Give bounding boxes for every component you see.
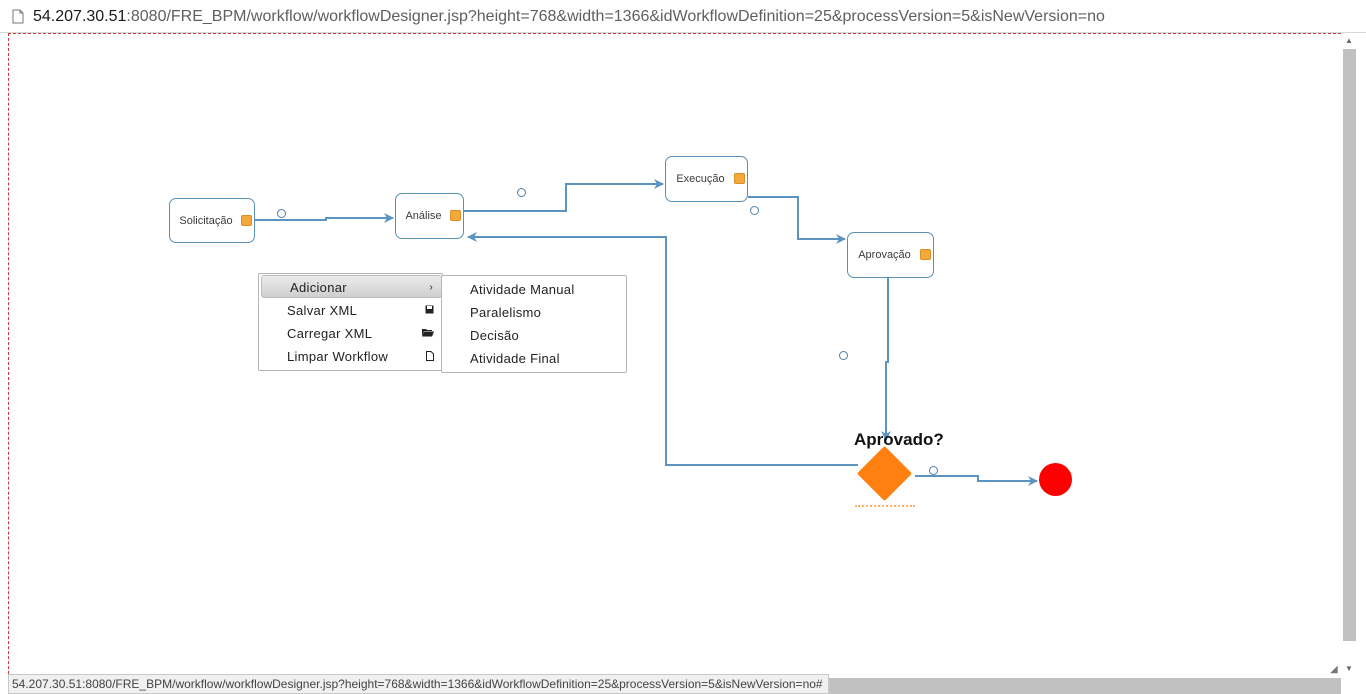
save-icon [425,299,434,323]
scroll-down-arrow-icon[interactable]: ▼ [1345,664,1353,673]
workflow-canvas[interactable] [8,33,1341,694]
edge-port[interactable] [277,209,286,218]
horizontal-scrollbar[interactable] [827,678,1341,694]
node-execucao[interactable]: Execução [665,156,748,202]
menu-item-adicionar[interactable]: Adicionar › [261,275,442,298]
menu-item-label: Carregar XML [287,326,373,341]
submenu-item-decisao[interactable]: Decisão [442,324,626,347]
menu-item-label: Atividade Final [470,351,560,366]
scroll-up-arrow-icon[interactable]: ▲ [1345,36,1353,45]
menu-item-label: Adicionar [290,280,347,295]
menu-item-limpar-workflow[interactable]: Limpar Workflow [259,345,442,368]
node-handle[interactable] [241,214,252,226]
menu-item-label: Salvar XML [287,303,358,318]
edge-port[interactable] [839,351,848,360]
node-label: Análise [405,210,442,222]
edge-decisao-analise [467,232,858,466]
node-handle[interactable] [920,249,931,260]
node-label: Aprovação [858,249,911,261]
edge-solicitacao-analise [255,213,394,223]
submenu-item-atividade-final[interactable]: Atividade Final [442,347,626,370]
vertical-scrollbar-thumb[interactable] [1343,49,1356,641]
decision-label: Aprovado? [854,430,944,449]
node-handle[interactable] [450,210,461,221]
menu-item-label: Atividade Manual [470,282,575,297]
url-text[interactable]: 54.207.30.51:8080/FRE_BPM/workflow/workf… [33,8,1105,26]
resize-grip-icon[interactable]: ◢ [1330,664,1338,675]
end-event[interactable] [1039,463,1072,496]
chevron-right-icon: › [429,282,433,293]
menu-item-label: Paralelismo [470,305,542,320]
edge-analise-execucao [464,179,664,212]
submenu-item-atividade-manual[interactable]: Atividade Manual [442,278,626,301]
decision-selection-marker [855,501,915,507]
node-label: Execução [676,173,725,185]
menu-item-salvar-xml[interactable]: Salvar XML [259,299,442,322]
folder-open-icon [422,322,434,346]
document-icon [426,345,434,370]
menu-item-carregar-xml[interactable]: Carregar XML [259,322,442,345]
context-menu: Adicionar › Salvar XML Carregar XML Limp… [258,273,443,371]
submenu-adicionar: Atividade Manual Paralelismo Decisão Ati… [441,275,627,373]
url-host: 54.207.30.51 [33,8,127,25]
node-analise[interactable]: Análise [395,193,464,239]
edge-aprovacao-decisao [881,278,891,441]
node-solicitacao[interactable]: Solicitação [169,198,255,243]
submenu-item-paralelismo[interactable]: Paralelismo [442,301,626,324]
edge-decisao-fim [915,475,1038,486]
edge-execucao-aprovacao [748,196,846,244]
address-bar[interactable]: 54.207.30.51:8080/FRE_BPM/workflow/workf… [0,0,1366,33]
edge-port[interactable] [517,188,526,197]
edge-port[interactable] [929,466,938,475]
menu-item-label: Limpar Workflow [287,349,389,364]
node-handle[interactable] [734,173,745,184]
status-bar-url: 54.207.30.51:8080/FRE_BPM/workflow/workf… [8,674,829,694]
page-icon [12,9,24,29]
menu-item-label: Decisão [470,328,520,343]
edge-port[interactable] [750,206,759,215]
node-aprovacao[interactable]: Aprovação [847,232,934,278]
node-label: Solicitação [179,214,233,227]
url-path: :8080/FRE_BPM/workflow/workflowDesigner.… [126,8,1105,25]
